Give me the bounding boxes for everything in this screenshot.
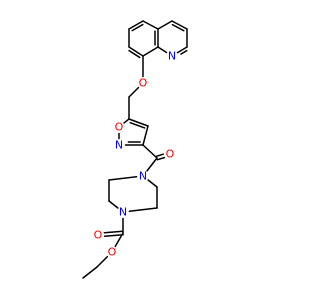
bond-line — [128, 46, 144, 57]
bond-line — [142, 144, 158, 159]
bond-line — [114, 232, 124, 248]
double-bond — [176, 46, 188, 55]
bond-line — [146, 157, 158, 172]
bond-inner-line — [180, 49, 188, 55]
atom-label-n: N — [115, 139, 123, 152]
diagram-background — [0, 0, 300, 300]
bond-line — [103, 230, 124, 234]
bond-inner-line — [129, 121, 146, 129]
bond-line — [103, 234, 124, 238]
double-bond — [154, 28, 159, 48]
bonds-layer — [82, 20, 188, 279]
atom-label-n: N — [119, 206, 127, 219]
double-bond — [103, 230, 124, 238]
bond-line — [171, 20, 188, 30]
bond-line — [108, 176, 138, 181]
single-bond — [157, 46, 168, 54]
single-bond — [157, 20, 173, 30]
double-bond — [155, 153, 166, 161]
atom-label-o: O — [166, 148, 175, 161]
single-bond — [114, 232, 124, 248]
bond-line — [123, 118, 130, 124]
bond-inner-line — [171, 23, 185, 32]
single-bond — [142, 20, 159, 30]
bond-line — [142, 20, 159, 30]
single-bond — [82, 266, 98, 279]
single-bond — [108, 176, 138, 181]
atom-label-o: O — [115, 121, 124, 134]
single-bond — [142, 125, 149, 146]
bond-inner-line — [131, 23, 144, 32]
bond-line — [128, 118, 149, 127]
single-bond — [128, 86, 140, 98]
single-bond — [147, 179, 158, 188]
double-bond — [128, 20, 144, 32]
bond-line — [108, 200, 119, 209]
double-bond — [128, 118, 149, 129]
double-bond — [124, 141, 144, 146]
bond-line — [128, 207, 158, 212]
single-bond — [96, 255, 109, 268]
bond-line — [176, 46, 188, 54]
atom-label-o: O — [94, 229, 103, 242]
single-bond — [142, 144, 158, 159]
bond-line — [156, 156, 166, 161]
atom-label-n: N — [168, 50, 176, 63]
single-bond — [142, 46, 159, 57]
single-bond — [108, 200, 119, 209]
atom-label-o: O — [139, 77, 148, 90]
single-bond — [128, 207, 158, 212]
bond-line — [157, 20, 173, 30]
atom-label-n: N — [139, 170, 147, 183]
bond-inner-line — [128, 49, 141, 59]
bond-line — [157, 46, 168, 54]
bond-line — [142, 125, 149, 146]
bond-line — [128, 20, 144, 30]
single-bond — [146, 157, 158, 172]
bond-line — [82, 266, 98, 279]
double-bond — [128, 46, 144, 59]
atom-label-o: O — [108, 246, 117, 259]
bond-line — [128, 86, 140, 98]
bond-line — [155, 153, 165, 158]
bond-line — [142, 46, 159, 57]
double-bond — [171, 20, 188, 32]
bond-line — [96, 255, 109, 268]
single-bond — [123, 118, 130, 124]
bond-line — [147, 179, 158, 188]
